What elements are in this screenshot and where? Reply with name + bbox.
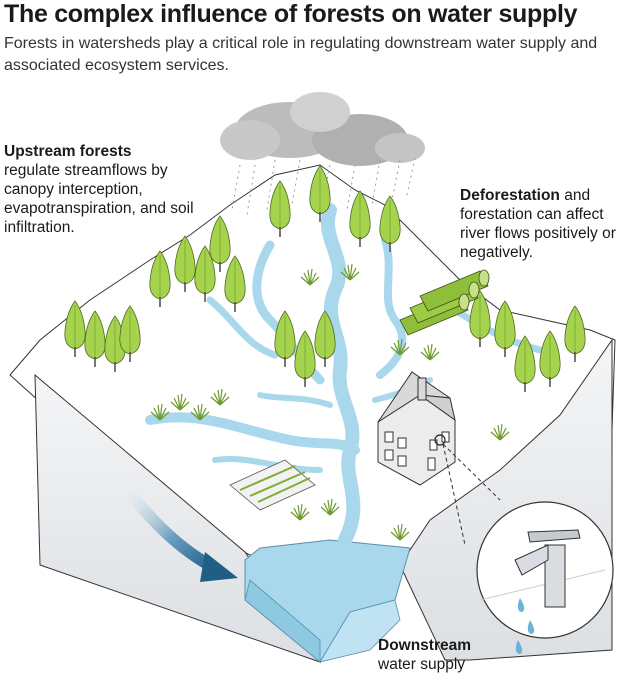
cloud-icon [220, 92, 425, 166]
deforestation-annotation: Deforestation and forestation can affect… [460, 186, 620, 262]
upstream-text: regulate streamflows by canopy intercept… [4, 162, 194, 236]
downstream-heading: Downstream [378, 637, 471, 654]
upstream-annotation: Upstream forests regulate streamflows by… [4, 142, 204, 237]
downstream-annotation: Downstream water supply [378, 636, 528, 674]
downstream-text: water supply [378, 656, 465, 673]
upstream-heading: Upstream forests [4, 143, 132, 160]
deforestation-heading: Deforestation [460, 187, 560, 204]
